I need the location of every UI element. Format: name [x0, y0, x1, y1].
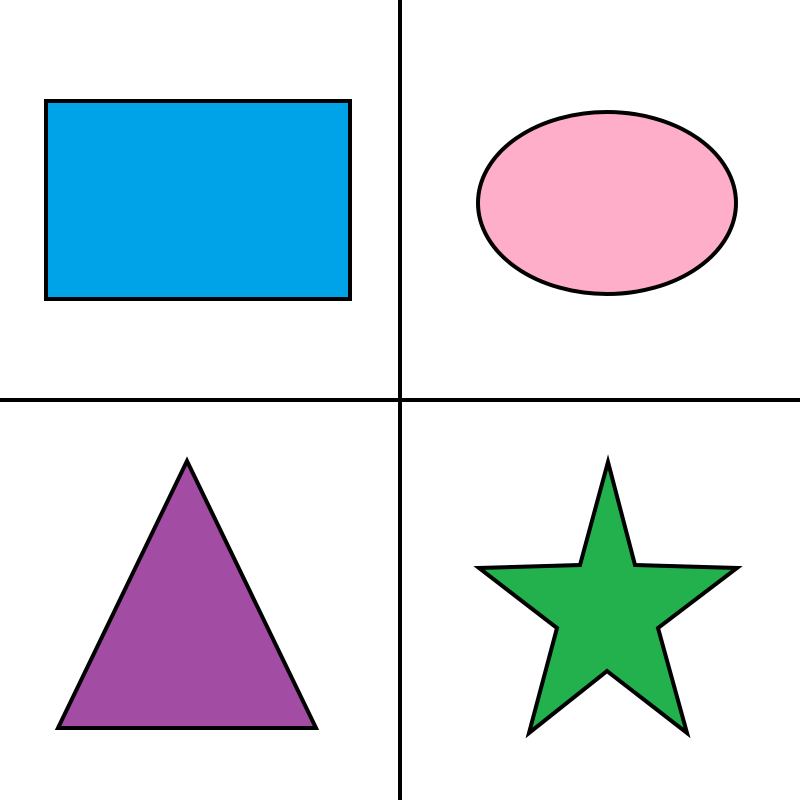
- green-star: [473, 454, 743, 739]
- purple-triangle: [54, 456, 320, 730]
- blue-rectangle: [44, 99, 352, 301]
- pink-ellipse: [476, 110, 738, 296]
